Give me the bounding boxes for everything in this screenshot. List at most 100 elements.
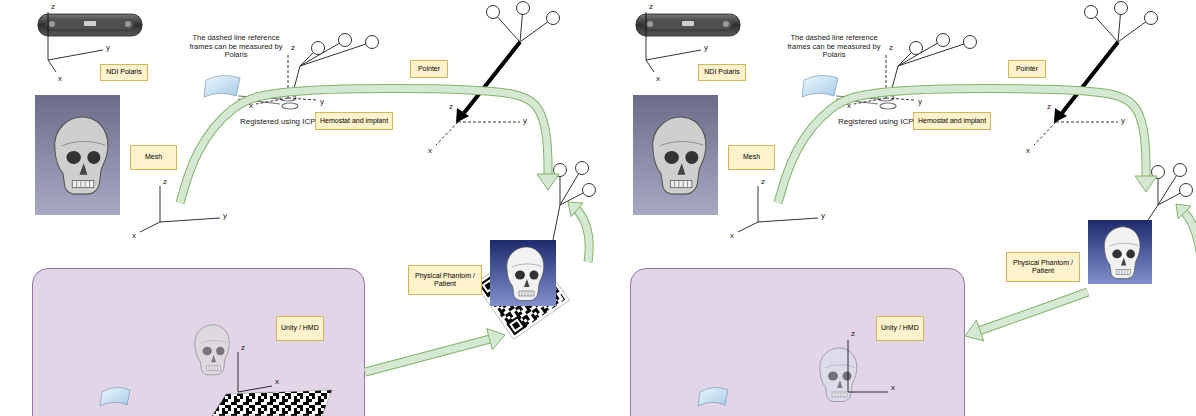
axis-label: y (821, 212, 825, 220)
axis-label: x (656, 75, 660, 83)
label-anchor: x (847, 102, 851, 110)
label-box: Hemostat and implant (315, 112, 394, 130)
arrow-body (778, 89, 1146, 203)
label-anchor: y (223, 212, 227, 220)
arrow-body (365, 339, 490, 372)
application-region: Unity / HMD (630, 268, 965, 416)
label-anchor: z (51, 3, 55, 11)
skull-mesh (55, 117, 108, 194)
node-label: Hemostat and implant (315, 112, 393, 130)
arrow-head (537, 174, 559, 190)
mesh-render (35, 95, 120, 215)
implant (204, 75, 240, 97)
arrow-head (1135, 176, 1157, 192)
axis-label: y (1121, 117, 1125, 125)
edge-label: Registered using ICP (838, 118, 914, 126)
label-anchor: x (1026, 147, 1030, 155)
phantom-figure (1088, 220, 1152, 284)
virtual-skull (820, 348, 857, 402)
label-anchor: x (132, 232, 136, 240)
label-anchor: y (320, 98, 324, 106)
label-box: NDI Polaris (100, 64, 148, 81)
axis-label: z (291, 44, 295, 52)
label-anchor: z (449, 103, 453, 111)
node-label: NDI Polaris (100, 64, 148, 81)
axis-label: x (58, 75, 62, 83)
label-box: NDI Polaris (698, 64, 746, 81)
axis-label: z (241, 344, 245, 352)
label-anchor: x (58, 75, 62, 83)
axis-label: z (51, 3, 55, 11)
label-anchor: z (163, 178, 167, 186)
label-anchor: x (730, 232, 734, 240)
arrow-outline (778, 89, 1146, 203)
label-anchor: y (106, 44, 110, 52)
note-text: The dashed line reference frames can be … (180, 34, 292, 60)
label-anchor: z (889, 44, 893, 52)
panel-figures (35, 2, 560, 407)
axis-label: y (523, 117, 527, 125)
node-label: Pointer (410, 60, 448, 78)
node-label: Unity / HMD (876, 316, 924, 341)
arrow-outline (365, 339, 490, 372)
virtual-skull (195, 325, 230, 375)
label-anchor: z (241, 344, 245, 352)
axis-label: x (891, 384, 895, 392)
edge-label-anchor: Registered using ICP (240, 118, 316, 126)
axis-label: x (730, 232, 734, 240)
label-anchor: The dashed line reference frames can be … (180, 34, 292, 60)
camera-body (38, 14, 142, 36)
edge-label: Registered using ICP (240, 118, 316, 126)
label-anchor: x (656, 75, 660, 83)
axis-label: y (106, 44, 110, 52)
label-anchor: x (249, 102, 253, 110)
label-anchor: z (291, 44, 295, 52)
node-label: NDI Polaris (698, 64, 746, 81)
axis-label: z (889, 44, 893, 52)
tracking-arrow (1176, 204, 1196, 252)
marker-tree (487, 2, 560, 25)
label-box: Pointer (1008, 60, 1046, 78)
unity-axes (238, 352, 272, 392)
registration-arrow (965, 292, 1088, 341)
label-anchor: x (275, 378, 279, 386)
label-anchor: x (891, 384, 895, 392)
label-anchor: x (428, 147, 432, 155)
axis-label: y (704, 44, 708, 52)
registration-arrow (778, 89, 1157, 203)
axis-label: x (428, 147, 432, 155)
label-anchor: The dashed line reference frames can be … (778, 34, 890, 60)
label-box: Pointer (410, 60, 448, 78)
label-anchor: y (918, 98, 922, 106)
polaris-axes (48, 12, 103, 72)
camera-lens (49, 21, 55, 27)
label-anchor: y (1121, 117, 1125, 125)
node-label: Physical Phantom / Patient (1006, 252, 1080, 282)
axis-label: y (918, 98, 922, 106)
polaris-camera (38, 14, 142, 36)
axis-label: x (275, 378, 279, 386)
registration-arrow (365, 328, 505, 372)
panel-figures-copy (633, 2, 1158, 407)
axis-label: x (249, 102, 253, 110)
axis-label: x (1026, 147, 1030, 155)
tracking-arrow (568, 202, 589, 262)
marker-tree (1148, 164, 1193, 221)
node-label: Pointer (1008, 60, 1046, 78)
registration-arrow (180, 89, 559, 203)
axis-label: z (163, 178, 167, 186)
arrow-outline (980, 292, 1088, 331)
axis-label: z (851, 330, 855, 338)
axis-label: z (449, 103, 453, 111)
camera-lens (125, 21, 131, 27)
virtual-implant (100, 387, 130, 406)
dashed-axes (436, 110, 520, 145)
arrow-head (965, 320, 984, 341)
axis-label: z (649, 3, 653, 11)
arrow-head (487, 328, 505, 349)
label-anchor: y (704, 44, 708, 52)
arrow-outline (180, 89, 548, 203)
node-label: Mesh (130, 145, 177, 170)
node-label: Mesh (728, 145, 775, 170)
